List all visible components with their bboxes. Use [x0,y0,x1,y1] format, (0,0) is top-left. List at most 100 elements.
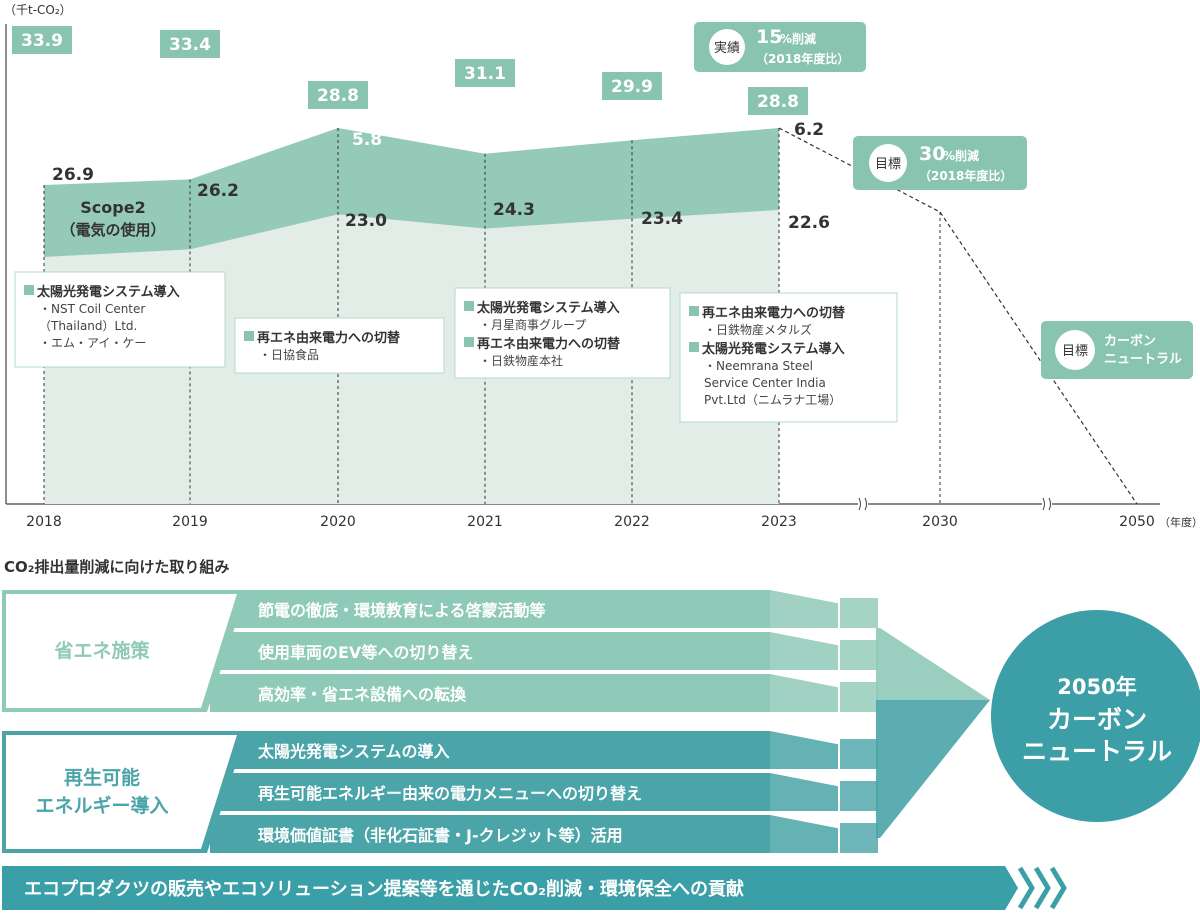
initiative-item: （Thailand）Ltd. [39,319,137,333]
scope1-value-label: 6.2 [794,120,824,140]
energy-saving-item: 節電の徹底・環境教育による啓蒙活動等 [257,601,546,620]
result-percent-unit: %削減 [780,31,816,46]
renewable-category-panel [6,735,237,849]
scope2-value-label: 26.9 [52,165,94,185]
energy-saving-row-taper [770,674,838,712]
target-percent: 30 [919,143,945,165]
target-tag-circle [869,144,907,182]
total-badge [748,87,808,115]
energy-saving-row-taper [770,590,838,628]
initiative-item: ・月星商事グループ [479,317,586,332]
renewable-item: 再生可能エネルギー由来の電力メニューへの切り替え [258,784,642,803]
scope1-value-label: 6.8 [497,108,527,128]
axis-break-mark [858,497,867,511]
energy-saving-item: 使用車両のEV等への切り替え [257,643,473,662]
renewable-item: 太陽光発電システムの導入 [257,742,450,761]
energy-saving-row [210,632,770,670]
initiative-title: 太陽光発電システム導入 [476,300,620,316]
target-trend-line [778,127,1138,505]
bullet-square [244,331,254,341]
footer-banner-text: エコプロダクツの販売やエコソリューション提案等を通じたCO₂削減・環境保全への貢… [24,878,744,900]
x-tick-label: 2020 [320,514,356,530]
initiative-item: Service Center India [704,376,826,390]
total-value-label: 33.9 [21,31,63,51]
total-badge [602,72,662,100]
renewable-row-stub [840,823,878,853]
x-tick-label: 2023 [761,514,797,530]
initiative-item: ・Neemrana Steel [704,359,813,373]
bullet-square [689,306,699,316]
target-tag-circle [1055,330,1095,370]
scope2-subname: （電気の使用） [60,221,165,239]
energy-saving-category-panel [6,594,237,708]
result-tag-circle [709,29,745,65]
energy-saving-row-stub [840,682,878,712]
renewable-item: 環境価値証書（非化石証書・J-クレジット等）活用 [258,826,623,845]
result-note: （2018年度比） [756,51,849,66]
total-value-label: 28.8 [757,92,799,112]
initiative-title: 再エネ由来電力への切替 [257,330,401,346]
initiative-box [679,292,898,423]
initiative-item: ・日鉄物産メタルズ [704,322,812,337]
footer-chevron-icon [1017,866,1035,910]
scope1-name: Scope1 [80,98,145,117]
goal-circle [991,610,1200,822]
scope2-name: Scope2 [80,198,145,217]
initiative-item: ・NST Coil Center [39,302,145,316]
section-title: CO₂排出量削減に向けた取り組み [4,558,229,576]
x-tick-label: 2030 [922,514,958,530]
scope1-subname: （燃料の燃焼） [60,121,165,139]
renewable-row-taper [770,815,838,853]
energy-saving-row-stub [840,640,878,670]
renewable-row-taper [770,773,838,811]
footer-banner [2,866,1018,910]
x-tick-label: 2018 [26,514,62,530]
renewable-row-stub [840,739,878,769]
energy-saving-row [210,590,770,628]
footer-chevron-icon [1033,866,1051,910]
total-badge [308,81,368,109]
scope2-value-label: 22.6 [788,213,830,233]
initiative-item: Pvt.Ltd（ニムラナ工場） [704,393,841,407]
energy-saving-item: 高効率・省エネ設備への転換 [258,685,467,704]
initiative-title: 再エネ由来電力への切替 [702,305,846,321]
scope1-value-label: 7.2 [205,92,235,112]
energy-saving-category-label: 省エネ施策 [53,639,150,662]
bullet-square [464,301,474,311]
total-value-label: 31.1 [464,64,506,84]
target-neutral-line: カーボン [1104,333,1156,349]
bullet-square [689,342,699,352]
goal-line: ニュートラル [1022,737,1172,766]
target-tag: 目標 [1062,344,1088,359]
initiative-title: 太陽光発電システム導入 [701,341,845,357]
scope2-value-label: 26.2 [197,181,239,201]
result-tag: 実績 [714,40,740,56]
unit-label: （千t-CO₂） [4,3,72,17]
initiative-title: 再エネ由来電力への切替 [477,336,621,352]
x-tick-label: 2021 [467,514,503,530]
energy-saving-row-taper [770,632,838,670]
total-value-label: 28.8 [317,86,359,106]
axis-break-gap [1042,498,1052,510]
scope2-value-label: 24.3 [493,200,535,220]
x-tick-label: 2019 [172,514,208,530]
bullet-square [24,285,34,295]
renewable-row-stub [840,781,878,811]
scope2-value-label: 23.4 [641,209,683,229]
bullet-square [464,337,474,347]
total-value-label: 29.9 [611,77,653,97]
arrow-head-lower [876,700,990,838]
axis-break-gap [858,498,868,510]
renewable-row [210,731,770,769]
renewable-row [210,773,770,811]
initiative-item: ・日鉄物産本社 [479,353,563,368]
initiative-item: ・エム・アイ・ケー [39,336,146,350]
footer-chevron-icon [1049,866,1067,910]
target-percent-unit: %削減 [943,148,979,163]
arrow-head-upper [876,598,990,700]
total-badge [160,30,220,58]
target-tag: 目標 [875,157,901,172]
x-axis-suffix: （年度） [1159,515,1200,529]
scope1-area [44,128,779,257]
